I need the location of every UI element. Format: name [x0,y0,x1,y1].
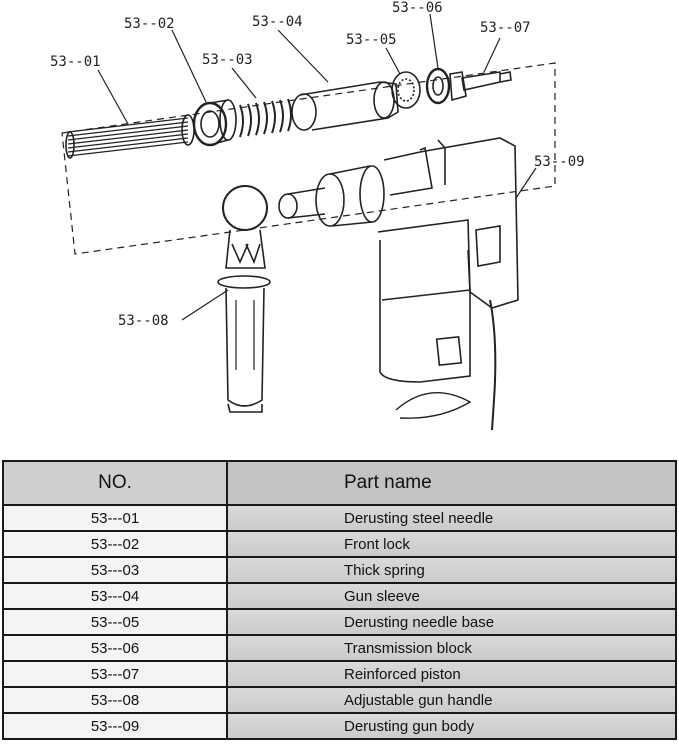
part-number-cell: 53---03 [2,556,228,584]
part-number-cell: 53---09 [2,712,228,740]
label-53-04: 53--04 [252,14,303,30]
label-53-06: 53--06 [392,0,443,16]
column-header-part-name: Part name [226,460,677,506]
steel-needle-part [65,114,195,159]
dashed-axis-line [61,62,556,255]
part-number-cell: 53---06 [2,634,228,662]
part-name-cell: Thick spring [226,556,677,584]
part-name-cell: Transmission block [226,634,677,662]
gun-sleeve-part [291,81,399,131]
part-number-cell: 53---02 [2,530,228,558]
part-name-cell: Gun sleeve [226,582,677,610]
label-53-02: 53--02 [124,16,175,32]
table-header-row: NO. Part name [2,460,677,506]
exploded-diagram: 53--01 53--02 53--03 53--04 53--05 53--0… [50,0,585,431]
front-lock-part [192,99,237,147]
label-53-01: 53--01 [50,54,101,70]
label-53-09: 53--09 [534,154,585,170]
part-name-cell: Adjustable gun handle [226,686,677,714]
part-number-cell: 53---04 [2,582,228,610]
label-53-07: 53--07 [480,20,531,36]
part-number-cell: 53---07 [2,660,228,688]
label-53-05: 53--05 [346,32,397,48]
gun-body-part [377,137,519,431]
part-name-cell: Front lock [226,530,677,558]
part-name-cell: Derusting gun body [226,712,677,740]
gun-nose-part [278,165,385,227]
part-number-cell: 53---08 [2,686,228,714]
side-handle-part [217,185,271,413]
transmission-block-part [425,67,451,105]
label-53-03: 53--03 [202,52,253,68]
part-number-cell: 53---05 [2,608,228,636]
part-name-cell: Reinforced piston [226,660,677,688]
leader-lines [97,13,537,321]
part-number-cell: 53---01 [2,504,228,532]
part-name-cell: Derusting steel needle [226,504,677,532]
column-header-no: NO. [2,460,228,506]
spring-part [239,98,292,138]
piston-part [449,71,512,102]
needle-base-part [391,71,421,109]
part-name-cell: Derusting needle base [226,608,677,636]
label-53-08: 53--08 [118,313,169,329]
